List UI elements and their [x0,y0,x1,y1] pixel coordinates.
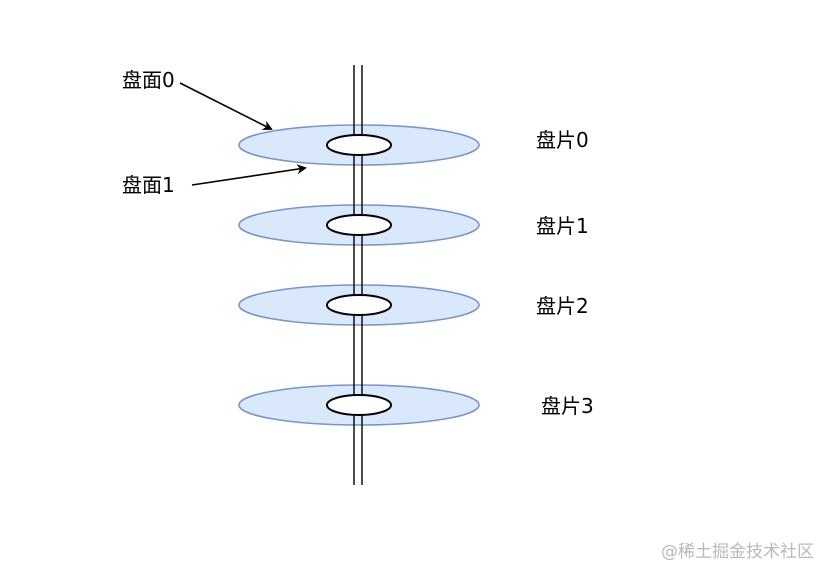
platter-3-label: 盘片3 [541,394,594,418]
watermark-text: @稀土掘金技术社区 [661,542,814,562]
surface-0-arrow [179,82,273,130]
surface-1-label: 盘面1 [122,173,175,197]
platter-2-label: 盘片2 [536,294,589,318]
platter-0-hole [326,134,392,156]
platter-1-hole [326,214,392,236]
platter-2-hole [326,294,392,316]
platter-0-label: 盘片0 [536,128,589,152]
platter-3-hole [326,394,392,416]
surface-1-arrow [191,164,307,186]
surface-0-label: 盘面0 [122,68,175,92]
platter-1-label: 盘片1 [536,214,589,238]
